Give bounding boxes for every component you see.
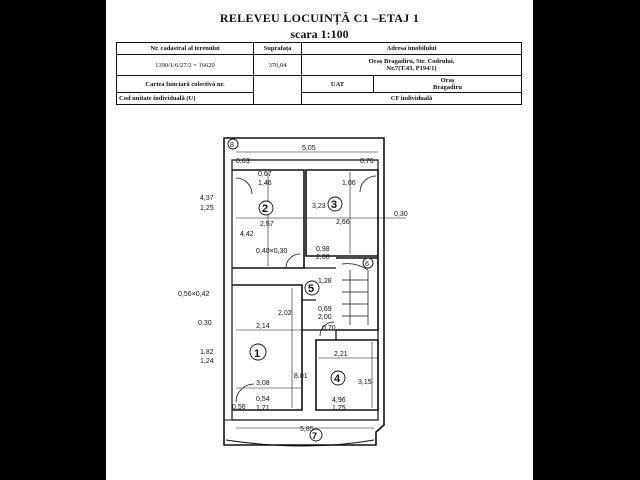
dim-left-low-2: 1,24	[200, 358, 214, 365]
room-7-marker	[309, 428, 323, 442]
room-1-label: 1	[254, 348, 260, 360]
dim-left-wall: 0,30	[198, 320, 212, 327]
door-r1	[235, 383, 255, 403]
cf-label: CF individuală	[301, 92, 522, 105]
document-sheet: RELEVEU LOCUINȚĂ C1 –ETAJ 1 scara 1:100 …	[106, 0, 533, 480]
dim-r1-door-1: 0,54	[256, 396, 270, 403]
document-scale: scara 1:100	[290, 27, 349, 41]
dim-bottom-width: 5,85	[300, 426, 314, 433]
staircase	[341, 263, 369, 325]
stair-wall	[336, 257, 379, 331]
room-6-label: 6	[365, 261, 369, 268]
room-2-marker	[258, 200, 274, 216]
room-8-marker	[227, 138, 239, 150]
dim-r5-2: 0,69	[318, 306, 332, 313]
room-3-marker	[327, 196, 343, 212]
empty-cell	[253, 75, 302, 105]
room-2-wall	[232, 169, 305, 269]
door-r2	[235, 177, 253, 195]
dim-r4-height: 3,15	[358, 379, 372, 386]
dim-r3-width: 2,66	[336, 219, 350, 226]
room-4-label: 4	[334, 373, 341, 385]
uat-line-2: Bragadiru	[433, 84, 462, 91]
dim-r4-width: 2,21	[334, 351, 348, 358]
dim-r1-right: 8,01	[294, 373, 308, 380]
dim-right-side: 0,30	[394, 211, 408, 218]
room-3-label: 3	[331, 199, 337, 211]
address-line-2: Nr.7(T.43, P194/1)	[386, 65, 437, 72]
dim-r4-bottom-1: 4,96	[332, 397, 346, 404]
room-2-label: 2	[262, 203, 268, 215]
dim-r1-door-2: 1,71	[256, 405, 270, 412]
uat-line-1: Oraș	[440, 77, 455, 84]
dim-r5-w-1: 0,98	[316, 246, 330, 253]
dim-r2-height: 4,42	[240, 231, 254, 238]
dim-r2-bottom: 0,40×0,30	[256, 248, 287, 255]
corridor-wall	[302, 267, 337, 340]
outer-wall	[223, 137, 385, 446]
dim-r1-bottom: 3,08	[256, 380, 270, 387]
room-6-marker	[362, 257, 374, 269]
dim-r2-door-top-2: 0,67	[258, 171, 272, 178]
room-4-marker	[330, 370, 346, 386]
dim-r5-w-2: 2,00	[316, 254, 330, 261]
door-r3	[359, 175, 377, 193]
dim-r3-door-top: 0,76	[360, 158, 374, 165]
dim-r2-door-top-1: 0,63	[236, 158, 250, 165]
dim-top-width: 5,05	[302, 145, 316, 152]
dim-r3-window: 1,06	[342, 180, 356, 187]
room-4-wall	[315, 339, 379, 411]
cod-label: Cod unitate individuală (U)	[116, 92, 254, 105]
door-r4	[319, 321, 335, 337]
dim-r4-bottom-2: 1,75	[332, 405, 346, 412]
dim-r5-1: 1,28	[318, 278, 332, 285]
room-5-label: 5	[308, 283, 314, 295]
room-5-marker	[304, 280, 320, 296]
balcony-wall	[224, 419, 376, 447]
dim-r1-top: 2,02	[278, 310, 292, 317]
dim-r2-width: 2,57	[260, 221, 274, 228]
dim-left-mid: 0,56×0,42	[178, 291, 209, 298]
address-line-1: Oraș Bragadiru, Str. Codrului,	[368, 58, 455, 65]
dim-r1-corner: 0,56	[232, 404, 246, 411]
dim-r5-3: 2,00	[318, 314, 332, 321]
dim-left-low-1: 1,82	[200, 349, 214, 356]
room-1-wall	[232, 284, 303, 411]
inner-wall-outline	[231, 159, 379, 421]
dim-left-top-1: 4,37	[200, 195, 214, 202]
dim-r5-4: 0,70	[322, 325, 336, 332]
room-3-wall	[305, 169, 379, 257]
room-7-label: 7	[312, 431, 317, 441]
door-corridor	[285, 253, 301, 269]
dim-r1-width: 2,14	[256, 323, 270, 330]
info-table: Nr. cadastral al terenului Suprafața Adr…	[116, 42, 522, 105]
room-8-label: 8	[230, 142, 234, 149]
dim-r2-window: 1,46	[258, 180, 272, 187]
dim-r3-height: 3,23	[312, 203, 326, 210]
document-title: RELEVEU LOCUINȚĂ C1 –ETAJ 1	[219, 11, 420, 25]
room-1-marker	[249, 343, 267, 361]
dim-left-top-2: 1,25	[200, 205, 214, 212]
floor-plan: 2 3 1 4 5 6 7 8 5,05 5,85 0,30 4,37 1,25…	[178, 137, 408, 447]
